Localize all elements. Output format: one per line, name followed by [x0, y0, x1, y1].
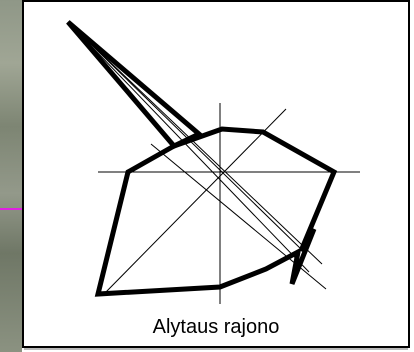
district-caption: Alytaus rajono: [24, 316, 408, 339]
map-road-line: [0, 208, 22, 210]
right-edge: [410, 0, 414, 352]
district-outline-with-axes-icon: [24, 2, 408, 346]
district-popup: Alytaus rajono: [22, 0, 410, 348]
ray-line-1: [68, 22, 309, 272]
map-background[interactable]: [0, 0, 22, 352]
district-boundary: [98, 129, 334, 294]
